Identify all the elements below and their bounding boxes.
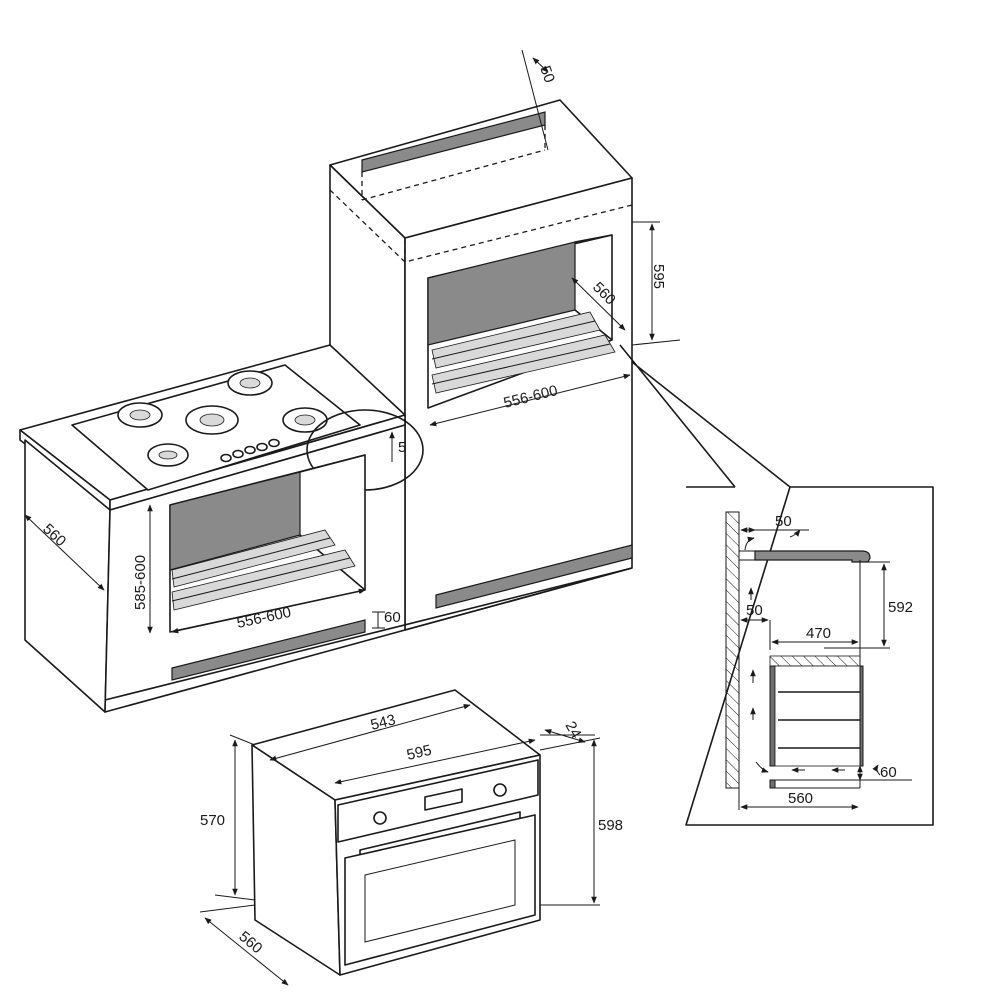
hob-cabinet	[19, 344, 633, 713]
dim-section-top-gap: 50	[775, 513, 792, 530]
dim-oven-outer-width: 595	[405, 742, 433, 764]
drawing-line	[171, 588, 366, 634]
drawing-line	[220, 453, 232, 463]
oven-display	[424, 788, 463, 811]
detail-leader	[619, 344, 791, 488]
drawing-line	[571, 277, 626, 331]
drawing-line	[204, 917, 289, 986]
drawing-line	[158, 450, 178, 460]
dim-tall-niche-height: 595	[650, 264, 667, 289]
drawing-line	[104, 567, 633, 701]
dim-oven-body-height: 570	[200, 812, 225, 829]
drawing-line	[769, 655, 861, 667]
burners	[117, 370, 328, 467]
oven-window	[364, 839, 516, 943]
drawing-line	[268, 438, 280, 448]
drawing-line	[429, 373, 631, 427]
drawing-line	[24, 514, 105, 591]
drawing-line	[574, 234, 613, 243]
built-in-oven	[251, 689, 541, 976]
drawing-line	[755, 761, 769, 773]
drawing-line	[239, 377, 261, 389]
drawing-line	[299, 454, 366, 473]
drawing-line	[214, 894, 256, 901]
drawing-line	[631, 339, 681, 346]
dim-section-rear-gap: 50	[746, 602, 763, 619]
dim-top-vent: 50	[536, 64, 558, 85]
drawing-line	[294, 414, 316, 426]
drawing-line	[774, 665, 861, 767]
dim-section-depth: 560	[788, 790, 813, 807]
section-countertop	[754, 550, 871, 563]
drawing-line	[769, 665, 776, 767]
dim-section-height: 592	[888, 599, 913, 616]
dim-section-body-depth: 470	[806, 625, 831, 642]
dim-oven-depth: 560	[235, 928, 265, 957]
dim-panel-thickness: 24	[562, 719, 585, 742]
drawing-line	[539, 737, 601, 751]
drawing-line	[789, 529, 801, 538]
oven-door	[344, 814, 536, 966]
drawing-line	[171, 529, 336, 588]
drawing-line	[256, 442, 268, 452]
drawing-line	[334, 738, 536, 785]
oven-knob-right	[493, 783, 507, 797]
drawing-line	[431, 320, 596, 360]
dim-oven-inner-width: 543	[369, 711, 397, 734]
drawing-line	[229, 734, 256, 746]
dim-hob-gap: 5	[398, 439, 406, 456]
dim-oven-total-height: 598	[598, 817, 623, 834]
drawing-line	[544, 729, 586, 743]
drawing-line	[872, 764, 881, 776]
drawing-line	[244, 445, 256, 455]
drawing-line	[521, 49, 549, 151]
drawing-line	[269, 703, 471, 762]
drawing-line	[404, 567, 633, 631]
airflow-arrows	[744, 529, 881, 776]
drawing-line	[232, 449, 244, 459]
drawing-line	[532, 57, 549, 73]
drawing-line	[769, 779, 776, 789]
drawing-line	[859, 665, 864, 767]
drawing-line	[199, 413, 225, 427]
oven-knob-left	[373, 811, 387, 825]
dim-hob-niche-height: 585-600	[132, 555, 149, 610]
drawing-line	[129, 409, 151, 421]
drawing-line	[171, 537, 331, 580]
drawing-line	[725, 511, 740, 789]
dim-section-bottom-gap: 60	[880, 764, 897, 781]
drawing-line	[199, 904, 256, 913]
dim-base-vent: 60	[384, 609, 401, 626]
tall-base-vent	[435, 544, 633, 609]
drawing-line	[685, 486, 934, 826]
drawing-line	[744, 536, 755, 551]
section-detail: 50 592 50 470 60 560	[685, 486, 934, 826]
drawing-line	[329, 125, 633, 263]
